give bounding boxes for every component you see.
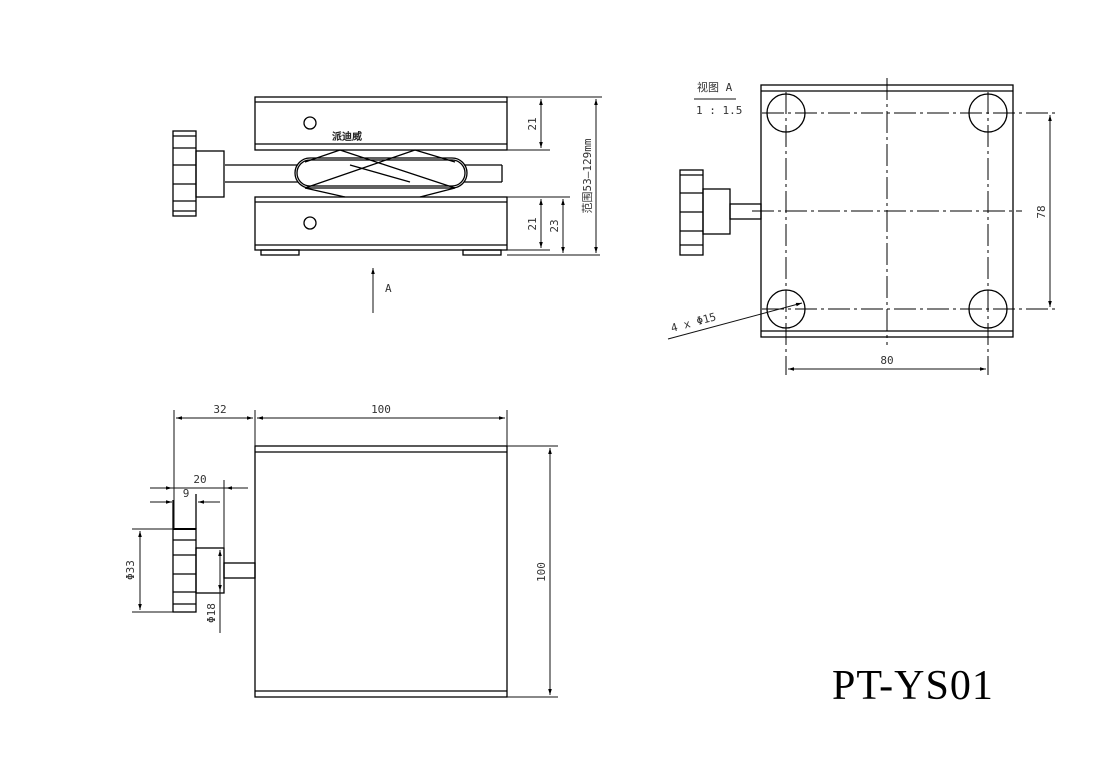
svg-text:23: 23 — [548, 219, 561, 232]
view-a: 视图 A 1 : 1.5 78 80 — [667, 78, 1058, 375]
svg-text:9: 9 — [183, 487, 190, 500]
front-dimensions: 21 21 23 范围53—129mm — [507, 96, 602, 256]
svg-text:21: 21 — [526, 117, 539, 130]
svg-text:21: 21 — [526, 217, 539, 230]
adjust-knob-side[interactable] — [679, 169, 762, 256]
foot — [462, 249, 502, 256]
svg-text:20: 20 — [193, 473, 206, 486]
scissor-mechanism — [225, 149, 503, 198]
mount-hole-icon — [303, 216, 317, 230]
bottom-plate — [254, 196, 508, 256]
top-view: 32 100 100 20 9 Φ33 Φ18 — [124, 403, 558, 698]
svg-text:100: 100 — [535, 562, 548, 582]
svg-text:范围53—129mm: 范围53—129mm — [580, 138, 594, 213]
part-number: PT-YS01 — [832, 663, 994, 709]
svg-text:Φ33: Φ33 — [124, 560, 137, 580]
view-a-scale: 1 : 1.5 — [696, 104, 742, 117]
svg-text:4 x Φ15: 4 x Φ15 — [669, 310, 717, 335]
svg-text:80: 80 — [880, 354, 893, 367]
svg-text:Φ18: Φ18 — [205, 603, 218, 623]
adjust-knob[interactable] — [172, 130, 225, 217]
svg-text:A: A — [385, 282, 392, 295]
svg-text:100: 100 — [371, 403, 391, 416]
view-a-arrow-icon: A — [371, 268, 392, 313]
front-view: 派迪威 21 21 23 范围53—129mm A — [172, 96, 602, 313]
brand-mark: 派迪威 — [332, 130, 362, 143]
mount-hole-icon — [303, 116, 317, 130]
adjust-knob-top[interactable] — [172, 494, 256, 613]
foot — [260, 249, 300, 256]
svg-text:32: 32 — [213, 403, 226, 416]
top-plate — [254, 96, 508, 151]
svg-text:78: 78 — [1035, 205, 1048, 218]
view-a-title: 视图 A — [697, 80, 733, 94]
